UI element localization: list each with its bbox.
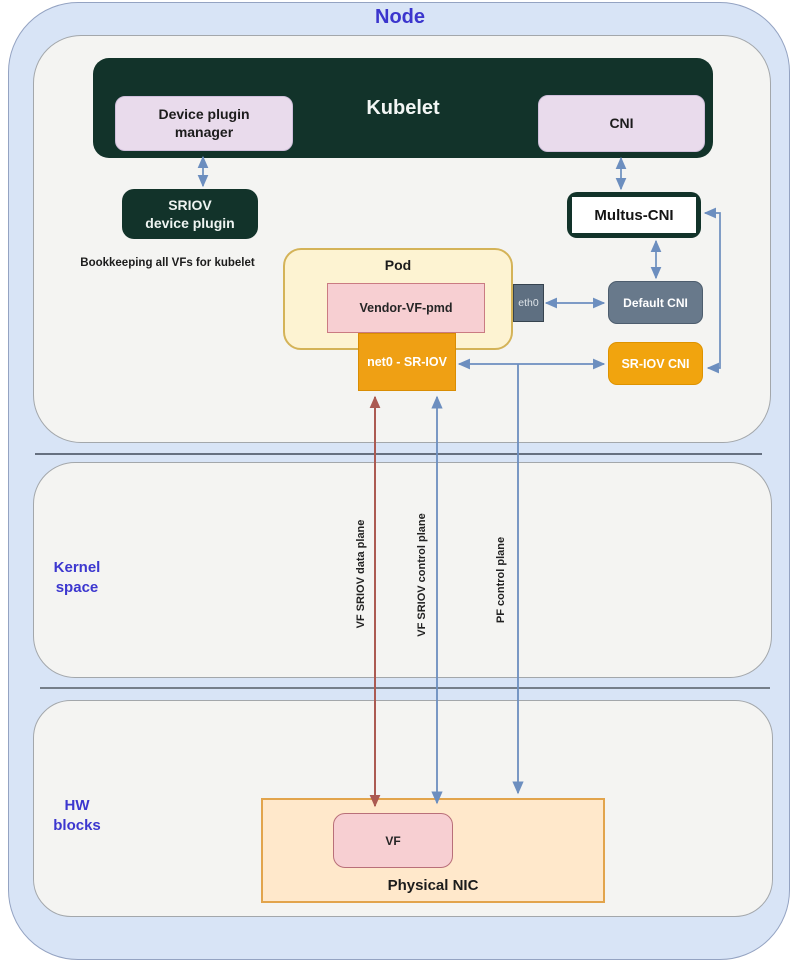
sriov-device-plugin-label-line1: SRIOV — [168, 196, 212, 213]
hw-blocks-label-line1: HW — [64, 797, 90, 814]
node-title: Node — [375, 6, 425, 28]
cni-box: CNI — [538, 95, 705, 152]
sriov-device-plugin-label-line2: device plugin — [145, 215, 235, 231]
sriov-cni-label: SR-IOV CNI — [621, 356, 690, 371]
vf-box: VF — [333, 813, 453, 868]
vf-label: VF — [385, 833, 401, 848]
default-cni-box: Default CNI — [608, 281, 703, 324]
kernel-space-section — [33, 462, 772, 678]
vf-sriov-control-plane-label: VF SRIOV control plane — [416, 513, 428, 637]
vendor-vf-pmd-box: Vendor-VF-pmd — [327, 283, 485, 333]
eth0-interface-box: eth0 — [513, 284, 544, 322]
physical-nic-label: Physical NIC — [387, 877, 479, 894]
cni-label: CNI — [609, 114, 634, 131]
eth0-interface-label: eth0 — [518, 297, 539, 309]
vendor-vf-pmd-label: Vendor-VF-pmd — [359, 301, 453, 315]
kernel-space-label-line2: space — [55, 579, 99, 597]
vf-sriov-data-plane-label: VF SRIOV data plane — [355, 519, 367, 629]
kernel-space-label-line1: Kernel — [53, 559, 101, 576]
kernel-space-label: Kernel space — [32, 558, 122, 599]
multus-cni-box: Multus-CNI — [567, 192, 701, 238]
net0-sriov-interface-box: net0 - SR-IOV — [358, 333, 456, 391]
bookkeeping-note: Bookkeeping all VFs for kubelet — [80, 257, 255, 269]
pf-control-plane-label: PF control plane — [495, 536, 507, 624]
device-plugin-manager-box: Device plugin manager — [115, 96, 293, 151]
device-plugin-manager-label-line2: manager — [174, 123, 234, 140]
multus-cni-label: Multus-CNI — [572, 197, 696, 233]
net0-sriov-interface-label: net0 - SR-IOV — [367, 355, 447, 369]
sriov-device-plugin-box: SRIOV device plugin — [122, 189, 258, 239]
device-plugin-manager-label-line1: Device plugin — [158, 106, 250, 122]
pod-label: Pod — [384, 257, 412, 273]
default-cni-label: Default CNI — [623, 295, 688, 310]
hw-blocks-label-line2: blocks — [53, 817, 101, 835]
hw-blocks-label: HW blocks — [32, 796, 122, 837]
kubelet-label: Kubelet — [366, 96, 440, 119]
sriov-cni-box: SR-IOV CNI — [608, 342, 703, 385]
